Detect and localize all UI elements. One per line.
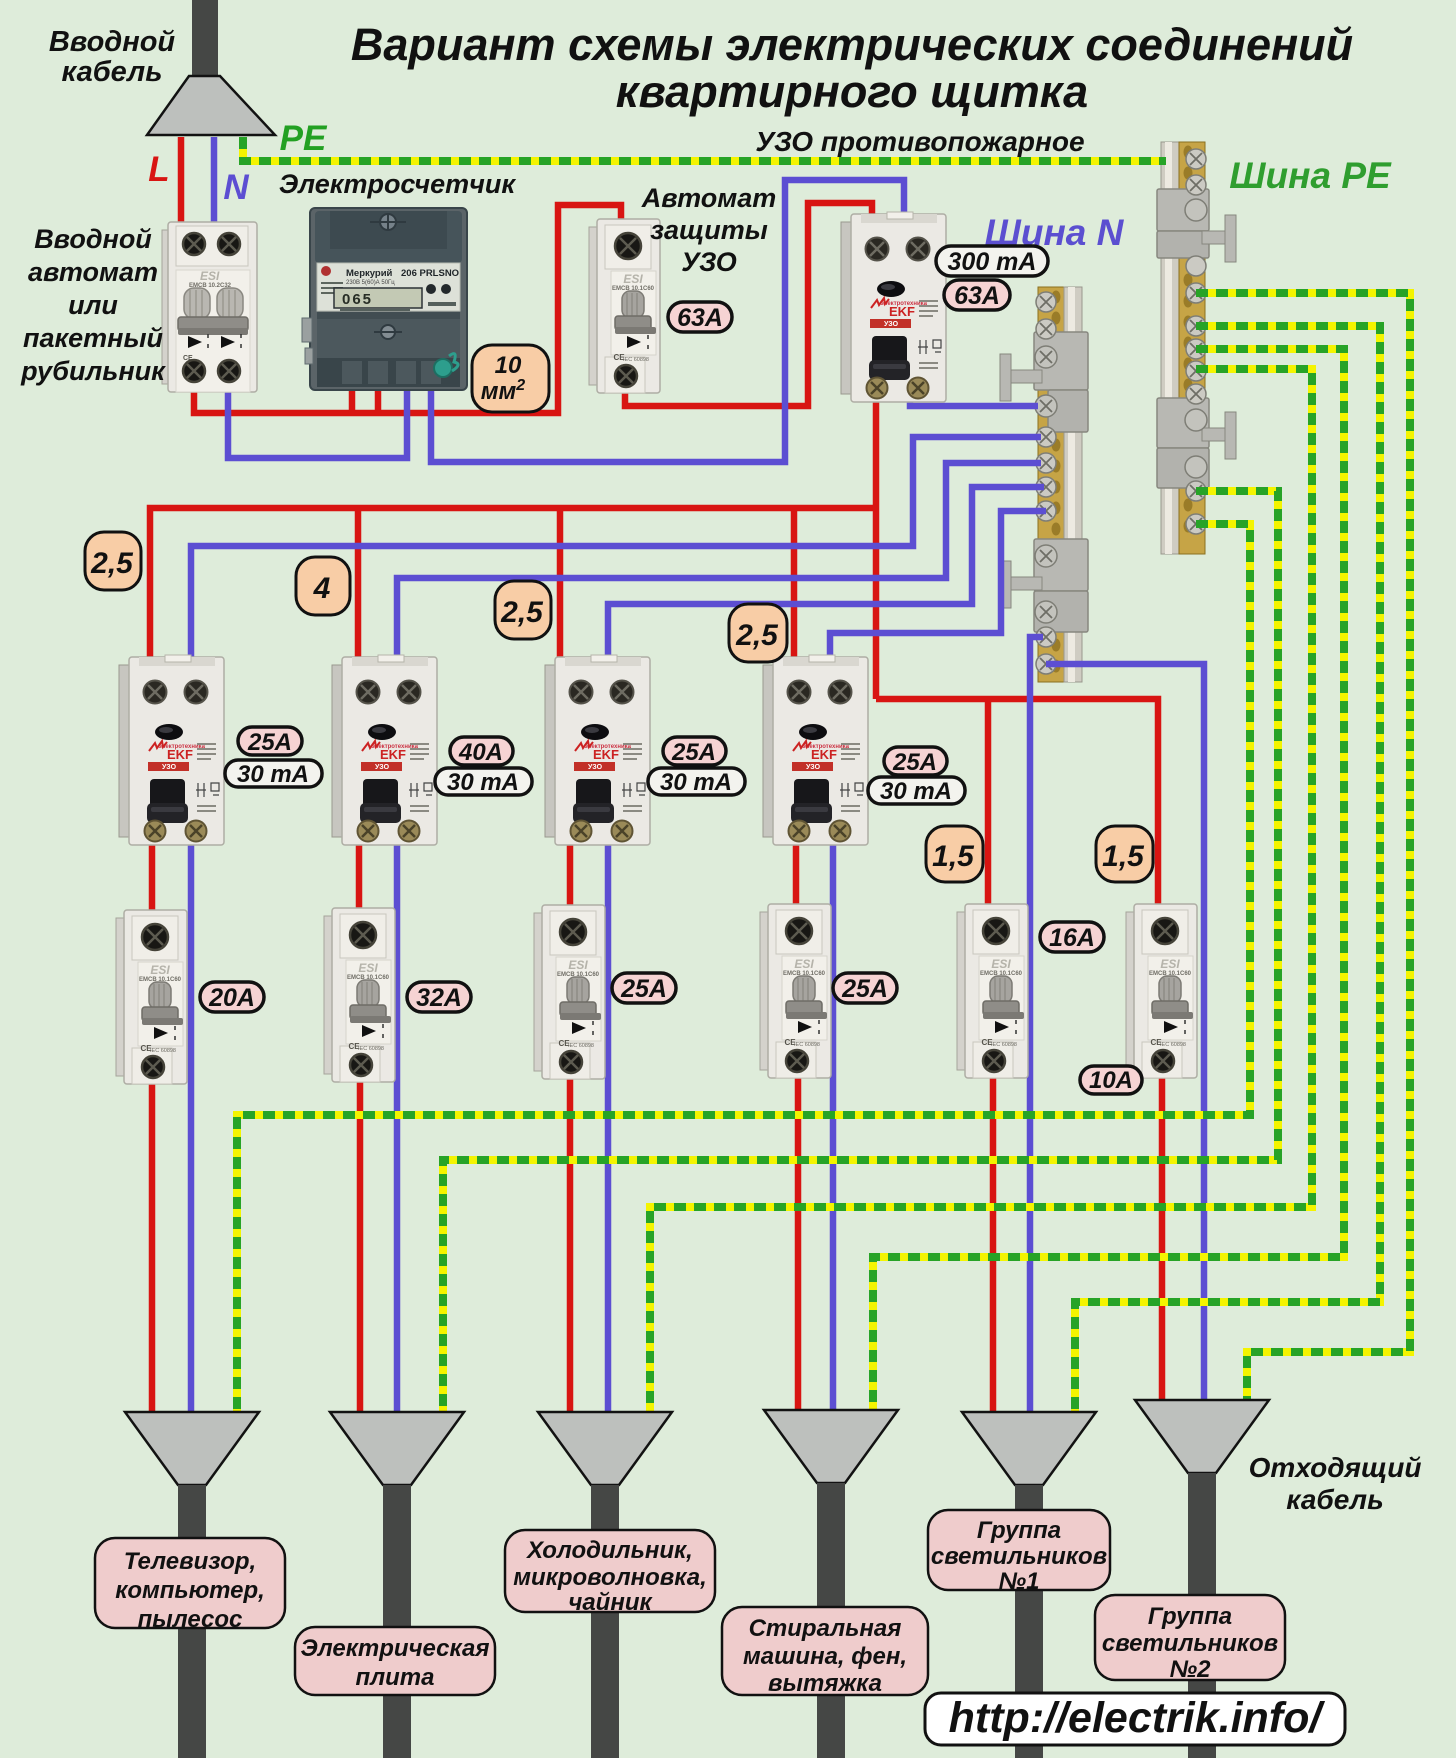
svg-text:Электрическая: Электрическая [301, 1635, 490, 1662]
svg-text:Вводной: Вводной [49, 26, 176, 58]
svg-text:2,5: 2,5 [735, 619, 779, 652]
svg-text:25A: 25A [620, 975, 667, 1003]
svg-text:2,5: 2,5 [500, 596, 544, 629]
svg-text:25A: 25A [841, 975, 888, 1003]
svg-text:кабель: кабель [62, 56, 163, 88]
svg-text:Группа: Группа [977, 1517, 1061, 1544]
svg-text:чайник: чайник [568, 1589, 653, 1616]
svg-text:защиты: защиты [650, 215, 768, 245]
svg-text:Электросчетчик: Электросчетчик [279, 169, 517, 199]
svg-text:1,5: 1,5 [1102, 840, 1145, 873]
svg-text:10A: 10A [1089, 1067, 1133, 1094]
svg-text:УЗО противопожарное: УЗО противопожарное [755, 126, 1084, 157]
svg-text:кабель: кабель [1286, 1484, 1383, 1515]
svg-text:или: или [68, 290, 118, 320]
svg-text:32A: 32A [416, 984, 462, 1012]
svg-text:плита: плита [356, 1664, 435, 1691]
svg-text:1,5: 1,5 [932, 840, 975, 873]
svg-text:40A: 40A [458, 739, 503, 766]
svg-text:Холодильник,: Холодильник, [525, 1537, 693, 1564]
svg-text:PE: PE [280, 119, 328, 158]
svg-text:№2: №2 [1170, 1656, 1212, 1683]
svg-text:N: N [223, 168, 249, 207]
svg-text:квартирного щитка: квартирного щитка [616, 66, 1088, 117]
svg-text:Вводной: Вводной [34, 224, 152, 254]
svg-text:№1: №1 [999, 1568, 1040, 1595]
svg-text:Отходящий: Отходящий [1249, 1452, 1422, 1483]
svg-text:микроволновка,: микроволновка, [513, 1564, 707, 1591]
svg-text:10: 10 [495, 352, 522, 379]
svg-text:http://electrik.info/: http://electrik.info/ [949, 1694, 1326, 1742]
svg-text:25A: 25A [247, 729, 292, 756]
svg-text:Вариант схемы электрических со: Вариант схемы электрических соединений [351, 19, 1353, 70]
svg-text:30 mA: 30 mA [660, 769, 732, 796]
svg-text:вытяжка: вытяжка [768, 1670, 882, 1697]
svg-text:машина, фен,: машина, фен, [743, 1643, 907, 1670]
svg-text:25A: 25A [892, 749, 937, 776]
svg-text:16A: 16A [1049, 924, 1095, 952]
svg-text:автомат: автомат [28, 257, 158, 287]
svg-text:компьютер,: компьютер, [115, 1577, 265, 1604]
svg-text:63A: 63A [954, 282, 1000, 310]
svg-text:Автомат: Автомат [641, 183, 777, 213]
svg-text:2,5: 2,5 [90, 547, 134, 580]
svg-text:Телевизор,: Телевизор, [124, 1548, 256, 1575]
svg-text:20A: 20A [208, 984, 255, 1012]
svg-text:25A: 25A [671, 739, 716, 766]
svg-text:30 mA: 30 mA [880, 778, 952, 805]
svg-text:Шина PE: Шина PE [1229, 155, 1392, 196]
svg-text:Группа: Группа [1148, 1603, 1232, 1630]
svg-text:63A: 63A [677, 304, 723, 332]
svg-text:300 mA: 300 mA [948, 248, 1037, 276]
svg-text:30 mA: 30 mA [237, 761, 309, 788]
svg-text:L: L [148, 150, 169, 189]
svg-text:светильников: светильников [931, 1543, 1107, 1570]
svg-text:Стиральная: Стиральная [749, 1615, 902, 1642]
svg-text:рубильник: рубильник [20, 356, 166, 386]
svg-text:30 mA: 30 mA [447, 769, 519, 796]
svg-text:пылесос: пылесос [138, 1606, 243, 1633]
svg-text:4: 4 [313, 572, 331, 605]
svg-text:УЗО: УЗО [681, 247, 737, 277]
svg-text:светильников: светильников [1102, 1630, 1278, 1657]
svg-text:пакетный: пакетный [23, 323, 164, 353]
